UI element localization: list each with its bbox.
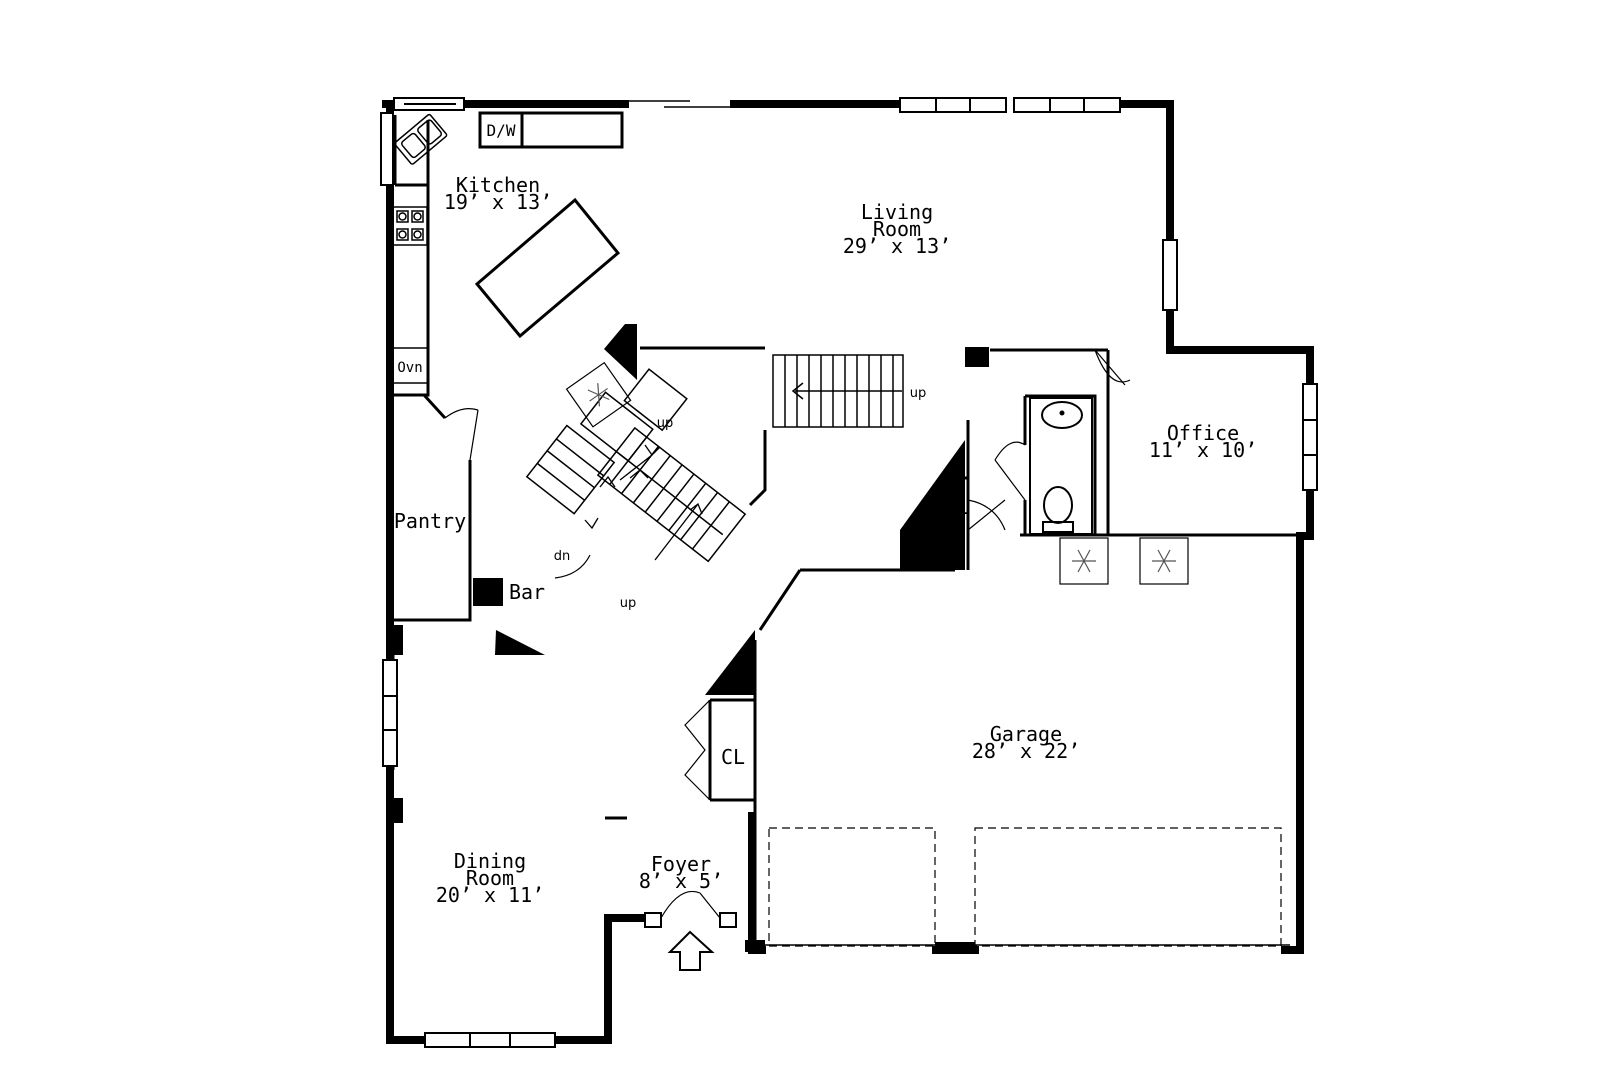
stairs-down: dn <box>554 549 571 564</box>
stair-arrows <box>584 444 703 561</box>
toilet-icon <box>1043 486 1073 524</box>
stairs-up-main: up <box>910 386 927 401</box>
stairs-up-landing: up <box>657 416 674 431</box>
pantry-name: Pantry <box>394 509 466 533</box>
bar-name: Bar <box>509 580 545 604</box>
dishwasher-label: D/W <box>487 121 516 140</box>
oven-label: Ovn <box>397 360 422 376</box>
stove-icon <box>392 206 428 246</box>
stairs-rotated <box>525 368 747 563</box>
snowflake-icons <box>565 361 1189 585</box>
garage-doors <box>768 827 1282 947</box>
closet-lower-name: CL <box>721 745 745 769</box>
entry-arrow-icon <box>667 930 715 971</box>
living-size: 29’ x 13’ <box>843 234 951 258</box>
foyer-size: 8’ x 5’ <box>639 869 723 893</box>
wall-blocks <box>393 324 989 952</box>
kitchen-name: Kitchen <box>456 173 540 197</box>
dining-name-line2: Room <box>466 866 514 890</box>
garage-size: 28’ x 22’ <box>972 739 1080 763</box>
dining-name-line1: Dining <box>454 849 526 873</box>
stairs-up-lower: up <box>620 596 637 611</box>
closet-upper-name: CL <box>945 495 969 519</box>
bathroom-fixtures <box>1029 397 1093 535</box>
door-swings <box>444 349 1131 919</box>
sink-basin-icon <box>1041 401 1083 429</box>
oven-box <box>392 347 429 384</box>
dining-size: 20’ x 11’ <box>436 883 544 907</box>
office-size: 11’ x 10’ <box>1149 438 1257 462</box>
office-name: Office <box>1167 421 1239 445</box>
sink-icon <box>394 113 448 165</box>
kitchen-size: 19’ x 13’ <box>444 190 552 214</box>
windows <box>380 97 1318 1048</box>
living-name-line2: Room <box>873 217 921 241</box>
sliding-door <box>622 100 734 108</box>
garage-name: Garage <box>990 722 1062 746</box>
stairs-straight <box>772 354 904 428</box>
living-name-line1: Living <box>861 200 933 224</box>
foyer-name: Foyer <box>651 852 711 876</box>
